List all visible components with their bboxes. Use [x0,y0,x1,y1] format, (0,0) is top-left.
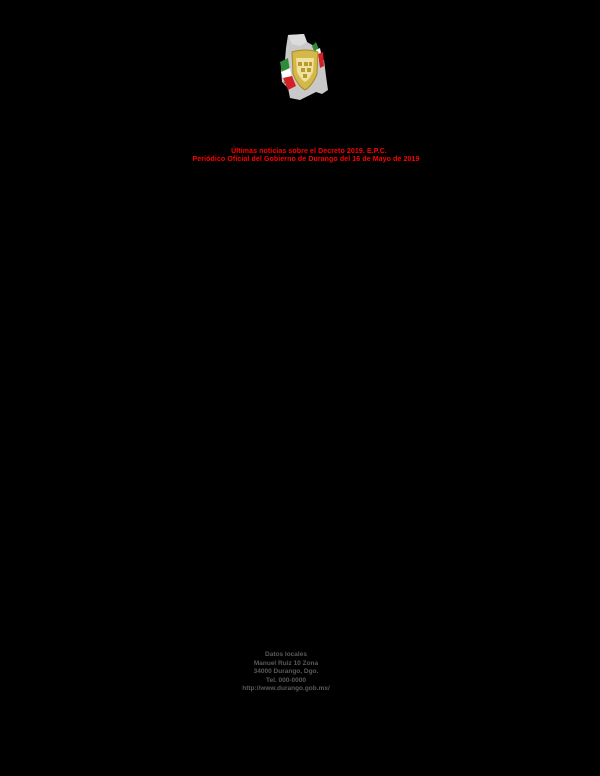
durango-state-map-emblem-icon [280,34,328,100]
footer-line: Manuel Ruiz 10 Zona [253,659,319,667]
headline: Últimas noticias sobre el Decreto 2019. … [0,148,600,164]
footer-line: 34000 Durango, Dgo. [253,668,319,676]
footer-line: Datos locales [265,651,307,658]
headline-line-1: Últimas noticias sobre el Decreto 2019. … [231,148,387,155]
footer-line: Tel. 000-0000 [266,676,306,684]
state-emblem-logo [278,32,336,104]
headline-line-2: Periódico Oficial del Gobierno de Durang… [192,156,420,163]
footer-contact: Datos locales Manuel Ruiz 10 Zona 34000 … [0,651,572,694]
footer-url-link[interactable]: http://www.durango.gob.mx/ [242,685,330,693]
